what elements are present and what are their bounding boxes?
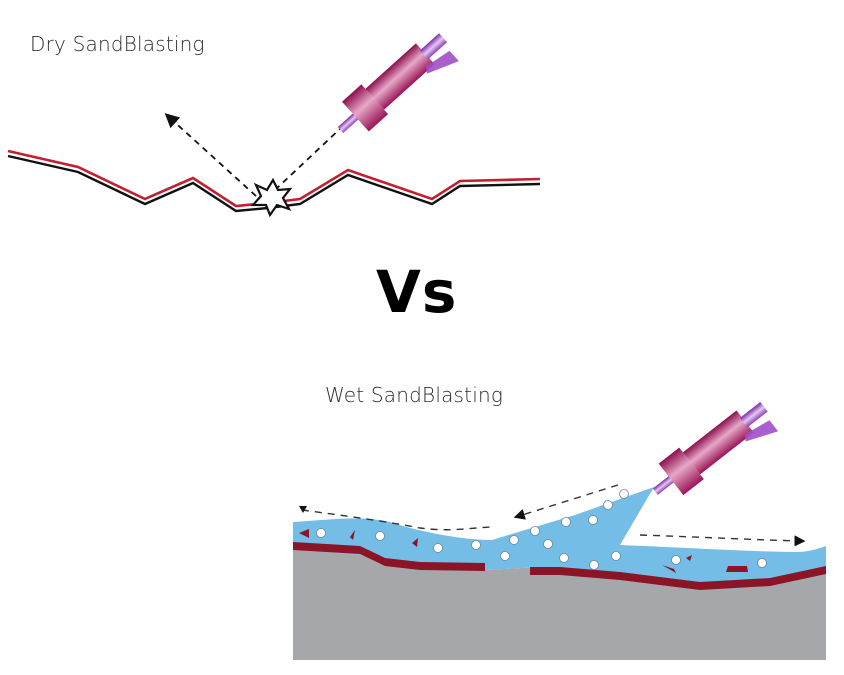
vs-label: Vs	[376, 258, 458, 326]
dry-blast-nozzle-icon	[327, 22, 462, 151]
impact-star-icon	[250, 177, 293, 218]
wet-blast-nozzle-icon	[642, 390, 782, 514]
water-layer	[293, 487, 826, 584]
sand-particles	[316, 489, 767, 570]
dry-rebound-arrow	[164, 113, 257, 197]
dry-incoming-path	[274, 126, 343, 191]
substrate	[293, 548, 826, 660]
wet-sandblasting-title: Wet SandBlasting	[325, 383, 504, 407]
dry-sandblasting-title: Dry SandBlasting	[30, 32, 205, 56]
coating-fragments	[299, 529, 748, 573]
wet-flow-arrows	[301, 484, 806, 547]
flow-arrowhead-left	[299, 506, 307, 513]
coating-layer	[293, 542, 826, 590]
